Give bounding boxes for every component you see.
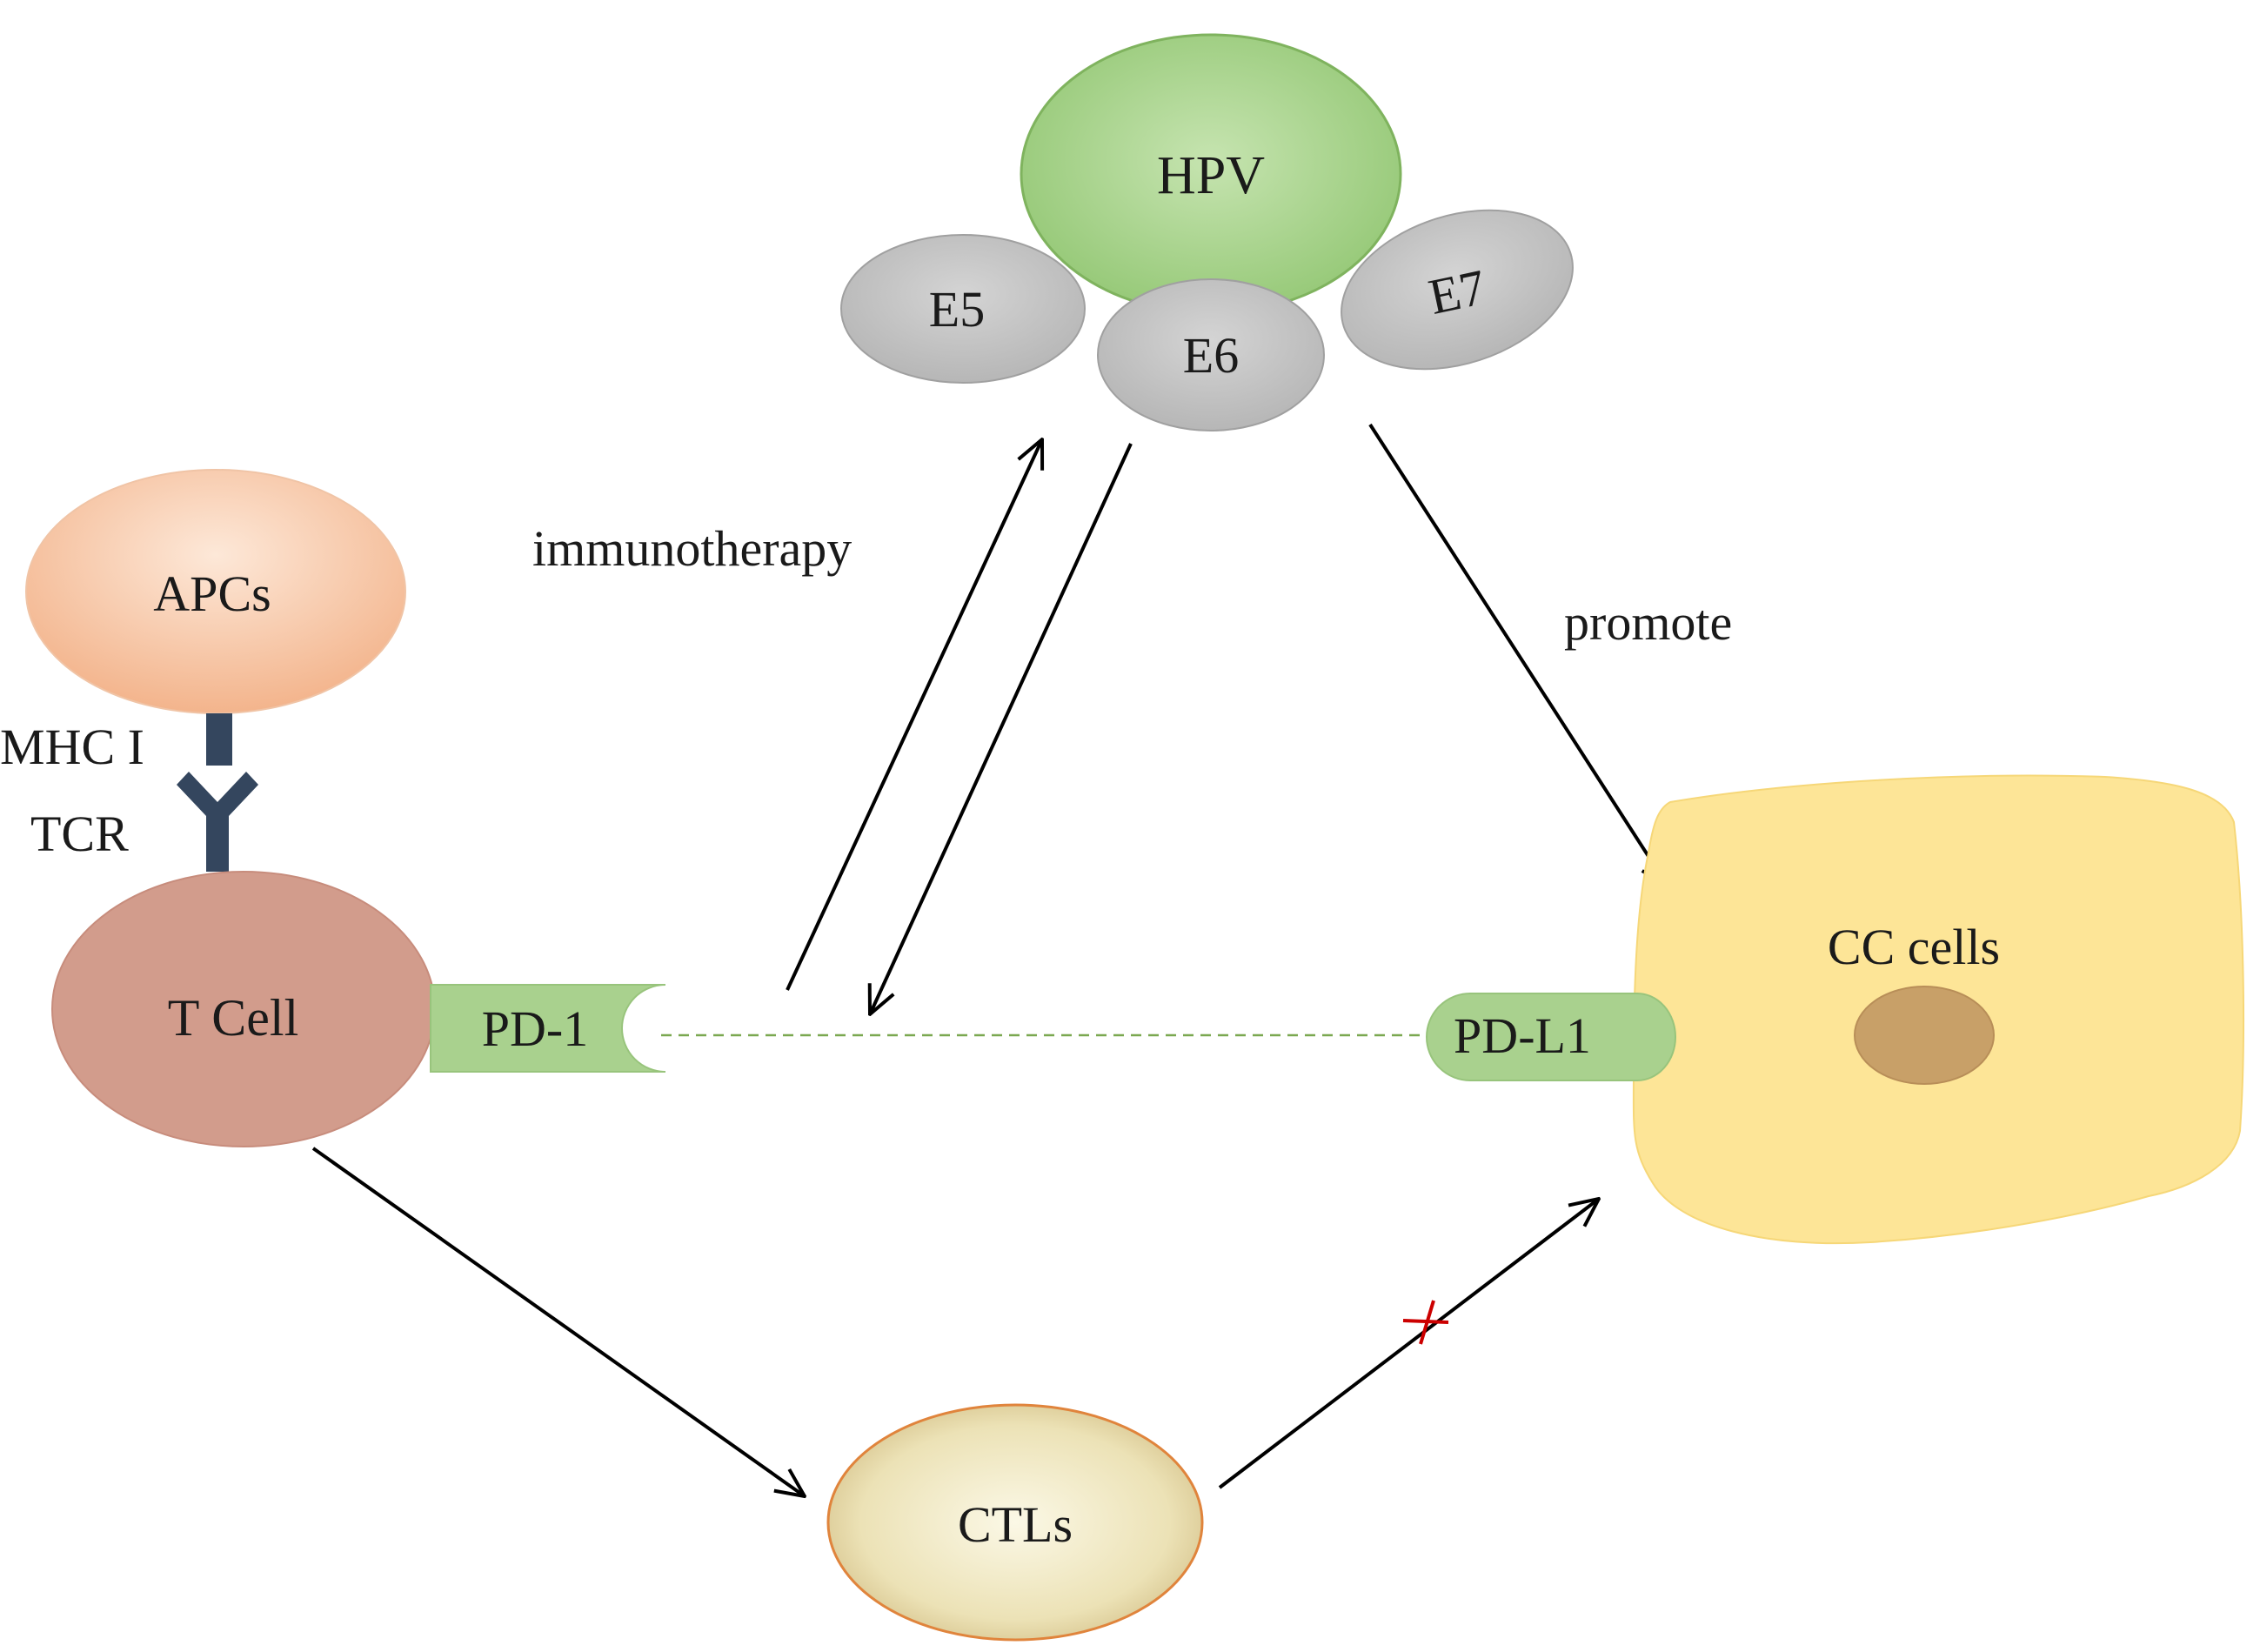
red-cross-icon [1402,1300,1449,1345]
pd-1-shape [430,984,666,1073]
pd-l1-shape [1426,993,1676,1081]
pd-1-receptor: PD-1 [430,984,666,1073]
arrow-ctls-to-cc-blocked [1218,1199,1599,1489]
cervical-cancer-cell: CC cells [1632,774,2245,1245]
e6-label: E6 [1183,327,1239,384]
tcr-label: TCR [30,806,129,862]
arrow-tcell-to-hpv [786,439,1042,991]
tcr-receptor [177,772,258,872]
e5-protein [840,234,1086,384]
cc-cells-label: CC cells [1828,919,2000,975]
pd-l1-label: PD-L1 [1454,1007,1591,1064]
ctls: CTLs [826,1403,1204,1642]
e7-protein [1341,209,1574,371]
e5-label: E5 [929,281,985,338]
e6-protein [1097,278,1325,431]
pd-1-label: PD-1 [482,1000,588,1057]
hpv-label: HPV [1157,146,1265,205]
arrow-hpv-to-pd1 [870,443,1133,1014]
arrow-hpv-promote-cc [1368,423,1668,887]
apcs-label: APCs [153,565,271,622]
antigen-presentation: APCs MHC I TCR T Cell [0,469,436,1147]
arrow-tcell-to-ctls [311,1147,805,1496]
immunotherapy-label: immunotherapy [532,520,852,577]
e7-label: E7 [1424,258,1491,325]
connectors [311,423,1668,1496]
pd-l1-ligand: PD-L1 [1426,993,1676,1081]
promote-label: promote [1564,594,1732,651]
cc-cell-nucleus [1854,986,1995,1085]
mhc-i-label: MHC I [0,719,144,775]
ctls-label: CTLs [958,1496,1073,1553]
ctl-cell [826,1403,1204,1642]
t-cell-label: T Cell [168,989,299,1047]
hpv-cluster: HPV E5 E6 E7 [840,33,1574,431]
mhc-i-molecule [206,713,232,766]
